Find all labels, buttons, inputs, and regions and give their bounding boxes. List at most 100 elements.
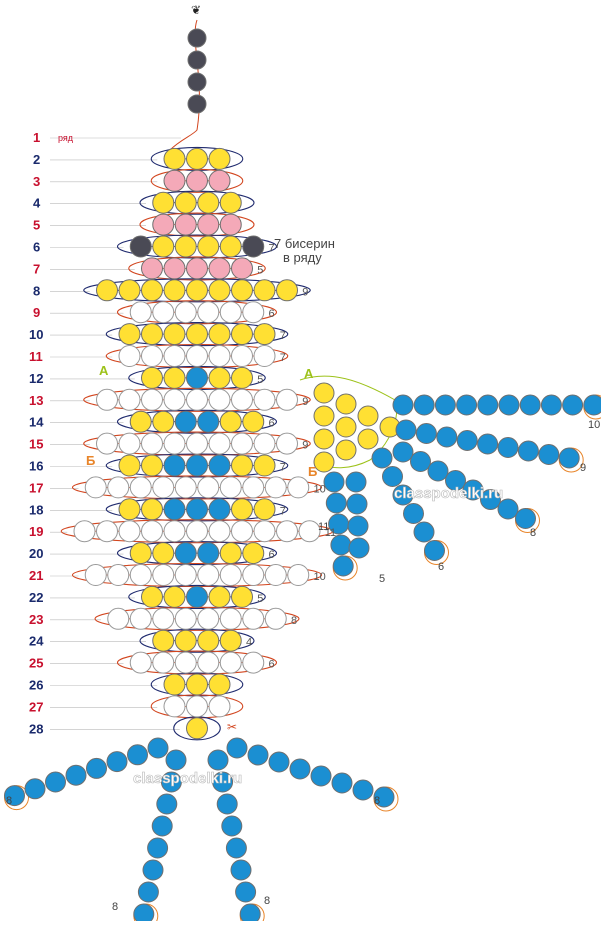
leg-bead bbox=[166, 750, 186, 770]
white-bead bbox=[209, 389, 230, 410]
white-bead bbox=[74, 521, 95, 542]
row-label-26: 26 bbox=[29, 678, 43, 693]
white-bead bbox=[265, 477, 286, 498]
white-bead bbox=[220, 652, 241, 673]
white-bead bbox=[220, 302, 241, 323]
blue-bead bbox=[209, 499, 230, 520]
white-bead bbox=[119, 433, 140, 454]
leg-bead bbox=[87, 758, 107, 778]
white-bead bbox=[130, 608, 151, 629]
yellow-bead bbox=[153, 411, 174, 432]
white-bead bbox=[175, 565, 196, 586]
wing-strand-bead bbox=[372, 448, 392, 468]
yellow-bead bbox=[232, 586, 253, 607]
yellow-bead bbox=[142, 324, 163, 345]
white-bead bbox=[254, 389, 275, 410]
yellow-bead bbox=[164, 148, 185, 169]
wing-strand-bead bbox=[457, 395, 477, 415]
wing-strand-bead bbox=[516, 509, 536, 529]
yellow-bead bbox=[142, 455, 163, 476]
wing-strand-bead bbox=[333, 556, 353, 576]
pink-bead bbox=[142, 258, 163, 279]
marker-b-right: Б bbox=[308, 464, 317, 479]
yellow-bead bbox=[243, 543, 264, 564]
row-label-15: 15 bbox=[29, 437, 43, 452]
wing-strand-label-11: 11 bbox=[318, 521, 329, 533]
pink-bead bbox=[209, 170, 230, 191]
leg-bead bbox=[208, 750, 228, 770]
dark-bead bbox=[130, 236, 151, 257]
white-bead bbox=[209, 696, 230, 717]
wing-strand-bead bbox=[346, 472, 366, 492]
wing-strand-bead bbox=[539, 445, 559, 465]
marker-b-left: Б bbox=[86, 453, 95, 468]
pink-bead bbox=[209, 258, 230, 279]
yellow-bead bbox=[119, 455, 140, 476]
row-label-19: 19 bbox=[29, 524, 43, 539]
row-label-8: 8 bbox=[33, 283, 40, 298]
white-bead bbox=[299, 521, 320, 542]
wing-yellow-bead bbox=[336, 394, 356, 414]
yellow-bead bbox=[198, 236, 219, 257]
white-bead bbox=[108, 477, 129, 498]
wing-strand-bead bbox=[414, 522, 434, 542]
pink-bead bbox=[153, 214, 174, 235]
leg-bead bbox=[269, 752, 289, 772]
wing-strand-label: 8 bbox=[530, 527, 536, 539]
yellow-bead bbox=[142, 586, 163, 607]
white-bead bbox=[175, 652, 196, 673]
white-bead bbox=[153, 477, 174, 498]
yellow-bead bbox=[220, 236, 241, 257]
white-bead bbox=[187, 389, 208, 410]
watermark-bottom: classpodelki.ru bbox=[133, 770, 242, 787]
wing-strand-bead bbox=[428, 461, 448, 481]
yellow-bead bbox=[209, 367, 230, 388]
row-label-12: 12 bbox=[29, 371, 43, 386]
white-bead bbox=[142, 521, 163, 542]
blue-bead bbox=[187, 455, 208, 476]
yellow-bead bbox=[232, 499, 253, 520]
row-label-6: 6 bbox=[33, 240, 40, 255]
white-bead bbox=[119, 346, 140, 367]
row-count-12: 5 bbox=[257, 374, 263, 386]
blue-bead bbox=[164, 499, 185, 520]
yellow-bead bbox=[209, 324, 230, 345]
pink-bead bbox=[232, 258, 253, 279]
white-bead bbox=[232, 521, 253, 542]
white-bead bbox=[85, 477, 106, 498]
yellow-bead bbox=[97, 280, 118, 301]
pink-bead bbox=[198, 214, 219, 235]
wing-strand-bead bbox=[563, 395, 583, 415]
yellow-bead bbox=[153, 192, 174, 213]
row-count-23: 8 bbox=[291, 615, 297, 627]
wing-strand-bead bbox=[393, 395, 413, 415]
wing-yellow-bead bbox=[358, 429, 378, 449]
row-label-5: 5 bbox=[33, 218, 40, 233]
leg-bead bbox=[152, 816, 172, 836]
row-count-16: 7 bbox=[280, 462, 286, 474]
leg-bead bbox=[217, 794, 237, 814]
white-bead bbox=[265, 565, 286, 586]
wing-yellow-bead bbox=[336, 440, 356, 460]
white-bead bbox=[119, 389, 140, 410]
blue-bead bbox=[209, 455, 230, 476]
row-count-18: 7 bbox=[280, 505, 286, 517]
head-strand-bead bbox=[188, 29, 206, 47]
row-count-10: 7 bbox=[280, 330, 286, 342]
leg-bead bbox=[138, 882, 158, 902]
white-bead bbox=[220, 477, 241, 498]
yellow-bead bbox=[209, 586, 230, 607]
white-bead bbox=[198, 652, 219, 673]
white-bead bbox=[254, 521, 275, 542]
thread-end-icon: ❦ bbox=[191, 3, 201, 17]
row-label-25: 25 bbox=[29, 656, 43, 671]
white-bead bbox=[164, 389, 185, 410]
wing-strand-bead bbox=[584, 395, 601, 415]
yellow-bead bbox=[164, 280, 185, 301]
yellow-bead bbox=[254, 324, 275, 345]
white-bead bbox=[153, 565, 174, 586]
row-label-20: 20 bbox=[29, 546, 43, 561]
white-bead bbox=[198, 302, 219, 323]
wing-yellow-bead bbox=[358, 406, 378, 426]
